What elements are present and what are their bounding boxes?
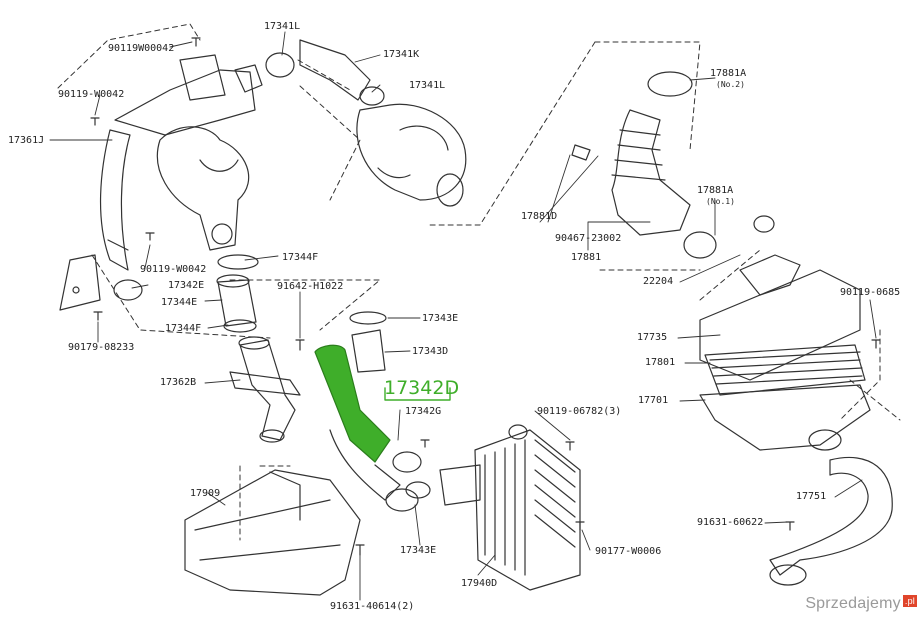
turbo-housing [156, 126, 250, 251]
part-label: 17735 [637, 332, 668, 343]
part-label: 17881 [571, 252, 602, 263]
part-label: 17909 [190, 488, 221, 499]
part-label: (No.2) [716, 80, 745, 89]
part-label: 17801 [645, 357, 676, 368]
part-label: 90119-06782(3) [537, 406, 622, 417]
part-label: 17344F [165, 323, 202, 334]
intake-pipe-17361j [99, 129, 131, 271]
hose-17342d-highlighted [314, 344, 391, 463]
part-label: 90119-W0042 [140, 264, 207, 275]
leader-lines [49, 31, 877, 601]
part-label: 17341K [383, 49, 420, 60]
part-label: 17343D [412, 346, 449, 357]
hose-17343d [351, 329, 386, 373]
part-label: 91642-H1022 [277, 281, 344, 292]
part-label: 17362B [160, 377, 197, 388]
airbox-lower-17701 [699, 384, 871, 451]
part-label: 17341L [264, 21, 301, 32]
bolt-icons [90, 37, 881, 556]
dashed-outline [57, 23, 201, 89]
watermark-text: Sprzedajemy [805, 595, 901, 612]
part-label: 90119W00042 [108, 43, 175, 54]
part-label: 17344E [161, 297, 198, 308]
part-label: 90467-23002 [555, 233, 622, 244]
duct-17751 [769, 456, 893, 576]
part-label: 17701 [638, 395, 669, 406]
tank-17909 [184, 469, 361, 596]
part-label: 17342E [168, 280, 205, 291]
part-label: 17881A [697, 185, 734, 196]
part-label: 17344F [282, 252, 319, 263]
airbox-lid-17735 [699, 269, 861, 381]
hose-17344e [217, 279, 257, 327]
part-label: 17342G [405, 406, 442, 417]
watermark: Sprzedajemy.pl [805, 595, 917, 613]
part-label: 17751 [796, 491, 827, 502]
part-label: 17341L [409, 80, 446, 91]
filter-element-17801 [704, 344, 866, 396]
part-label: 17361J [8, 135, 45, 146]
part-label: 91631-40614(2) [330, 601, 415, 612]
intercooler-17940d [474, 429, 581, 591]
watermark-badge: .pl [902, 595, 917, 607]
part-label: 90119-0685 [840, 287, 901, 298]
part-label: 17343E [422, 313, 459, 324]
intake-duct-17881 [611, 109, 691, 236]
part-label: 90179-08233 [68, 342, 135, 353]
part-label: 22204 [643, 276, 674, 287]
part-label: 17343E [400, 545, 437, 556]
part-label: 17881D [521, 211, 558, 222]
part-label: 17881A [710, 68, 747, 79]
part-label: 17940D [461, 578, 498, 589]
part-label: 90119-W0042 [58, 89, 125, 100]
hose-17341k [299, 39, 371, 101]
part-label: 91631-60622 [697, 517, 764, 528]
part-label: (No.1) [706, 197, 735, 206]
part-label-highlighted: 17342D [384, 377, 460, 399]
part-label: 90177-W0006 [595, 546, 662, 557]
